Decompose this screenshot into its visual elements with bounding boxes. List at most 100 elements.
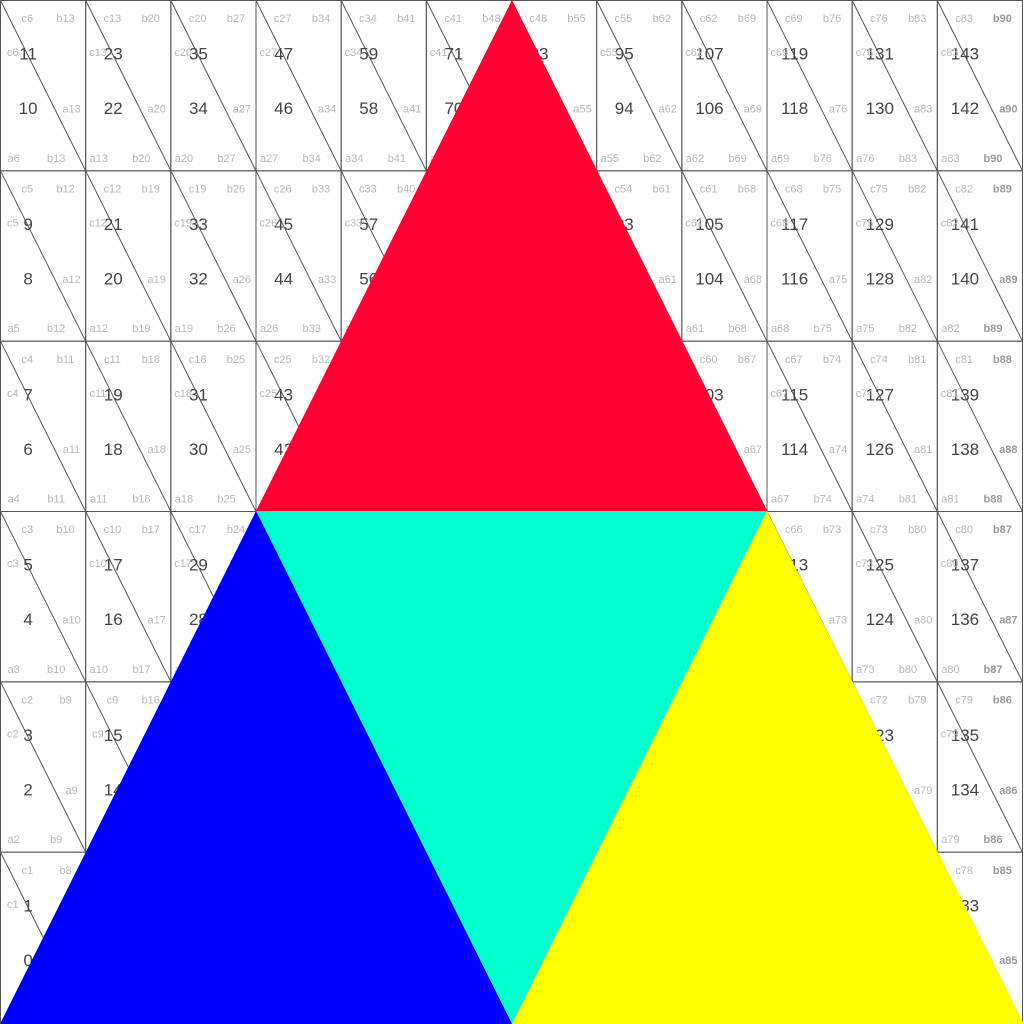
edge-label: b12 bbox=[56, 183, 74, 195]
edge-label: c18 bbox=[189, 354, 207, 366]
edge-label: b74 bbox=[823, 354, 841, 366]
edge-label: a81 bbox=[941, 493, 959, 505]
edge-label: c18 bbox=[174, 388, 192, 400]
edge-label: a61 bbox=[686, 323, 704, 335]
triangle-number: 58 bbox=[359, 99, 378, 118]
triangle-number: 126 bbox=[866, 440, 894, 459]
edge-label: a83 bbox=[941, 153, 959, 165]
triangle-number: 104 bbox=[695, 269, 723, 288]
edge-label: b55 bbox=[567, 13, 585, 25]
triangle-number: 35 bbox=[189, 45, 208, 64]
triangle-number: 34 bbox=[189, 99, 208, 118]
triangle-number: 116 bbox=[781, 269, 808, 288]
edge-label: c34 bbox=[345, 47, 363, 59]
cell-diagonal bbox=[0, 0, 87, 172]
edge-label: c68 bbox=[770, 218, 788, 230]
edge-label: a11 bbox=[63, 444, 81, 456]
edge-label: a68 bbox=[771, 323, 789, 335]
triangle-number: 18 bbox=[104, 440, 123, 459]
edge-label: c17 bbox=[189, 524, 207, 536]
edge-label: a79 bbox=[941, 834, 959, 846]
edge-label: a89 bbox=[999, 274, 1017, 286]
edge-label: c75 bbox=[870, 183, 888, 195]
edge-label: b82 bbox=[908, 183, 926, 195]
edge-label: c33 bbox=[345, 218, 363, 230]
edge-label: c3 bbox=[21, 524, 33, 536]
cell-diagonal bbox=[85, 0, 172, 172]
edge-label: a27 bbox=[233, 103, 251, 115]
edge-label: a67 bbox=[744, 444, 762, 456]
edge-label: b13 bbox=[56, 13, 74, 25]
edge-label: b26 bbox=[217, 323, 235, 335]
cell-diagonal bbox=[0, 340, 87, 512]
edge-label: b81 bbox=[908, 354, 926, 366]
edge-label: c27 bbox=[274, 13, 292, 25]
triangle-number: 71 bbox=[444, 45, 463, 64]
edge-label: b89 bbox=[993, 183, 1012, 195]
edge-label: a62 bbox=[659, 103, 677, 115]
edge-label: a34 bbox=[345, 153, 363, 165]
edge-label: b41 bbox=[388, 153, 406, 165]
cell-diagonal bbox=[0, 170, 87, 342]
edge-label: b75 bbox=[814, 323, 832, 335]
triangle-number: 134 bbox=[951, 780, 979, 799]
triangle-number: 129 bbox=[866, 215, 894, 234]
edge-label: a26 bbox=[260, 323, 278, 335]
edge-label: a55 bbox=[573, 103, 591, 115]
edge-label: c79 bbox=[955, 694, 973, 706]
cell-diagonal bbox=[85, 170, 172, 342]
edge-label: c34 bbox=[359, 13, 377, 25]
edge-label: b27 bbox=[217, 153, 235, 165]
edge-label: c3 bbox=[7, 558, 19, 570]
edge-label: b86 bbox=[984, 834, 1003, 846]
triangle-number: 139 bbox=[951, 385, 979, 404]
cell-diagonal bbox=[851, 170, 938, 342]
edge-label: b26 bbox=[227, 183, 245, 195]
edge-label: b62 bbox=[643, 153, 661, 165]
edge-label: b11 bbox=[57, 354, 75, 366]
edge-label: a73 bbox=[829, 614, 847, 626]
edge-label: c55 bbox=[600, 47, 618, 59]
triangle-number: 105 bbox=[695, 215, 723, 234]
edge-label: b18 bbox=[142, 354, 160, 366]
edge-label: c1 bbox=[21, 865, 33, 877]
edge-label: a80 bbox=[914, 614, 932, 626]
edge-label: c80 bbox=[955, 524, 973, 536]
edge-label: b73 bbox=[823, 524, 841, 536]
edge-label: c76 bbox=[856, 47, 874, 59]
triangle-number: 114 bbox=[781, 440, 808, 459]
cell-diagonal bbox=[851, 340, 938, 512]
edge-label: b76 bbox=[823, 13, 841, 25]
triangle-number: 30 bbox=[189, 440, 208, 459]
triangle-number: 6 bbox=[23, 440, 32, 459]
edge-label: c54 bbox=[615, 183, 633, 195]
edge-label: c82 bbox=[955, 183, 973, 195]
edge-label: c6 bbox=[7, 47, 19, 59]
edge-label: b79 bbox=[908, 694, 926, 706]
triangle-number: 125 bbox=[866, 556, 894, 575]
edge-label: a82 bbox=[941, 323, 959, 335]
edge-label: c9 bbox=[92, 729, 104, 741]
edge-label: a3 bbox=[8, 664, 20, 676]
edge-label: a2 bbox=[8, 834, 20, 846]
triangle-number: 9 bbox=[23, 215, 32, 234]
edge-label: a12 bbox=[90, 323, 108, 335]
cell-diagonal bbox=[936, 681, 1023, 853]
edge-label: c76 bbox=[870, 13, 888, 25]
edge-label: c72 bbox=[870, 694, 888, 706]
triangle-number: 128 bbox=[866, 269, 894, 288]
edge-label: b67 bbox=[738, 354, 756, 366]
edge-label: c13 bbox=[104, 13, 122, 25]
edge-label: b13 bbox=[47, 153, 65, 165]
cell-diagonal bbox=[766, 170, 853, 342]
edge-label: c67 bbox=[770, 388, 788, 400]
edge-label: a18 bbox=[175, 493, 193, 505]
edge-label: c81 bbox=[955, 354, 973, 366]
edge-label: b10 bbox=[47, 664, 65, 676]
triangle-number: 4 bbox=[23, 610, 32, 629]
edge-label: c12 bbox=[104, 183, 122, 195]
edge-label: b85 bbox=[993, 865, 1012, 877]
edge-label: c2 bbox=[21, 694, 33, 706]
triangle-number: 33 bbox=[189, 215, 208, 234]
